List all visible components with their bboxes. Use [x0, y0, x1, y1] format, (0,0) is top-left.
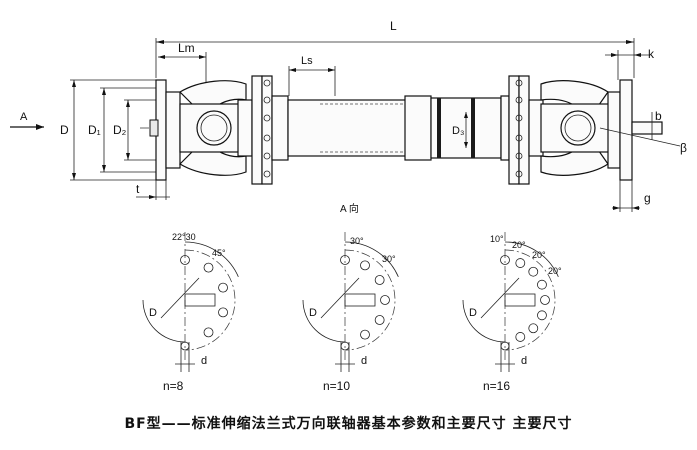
bolt-hole	[203, 327, 214, 338]
diameter-arc	[462, 299, 506, 343]
pitch-circle	[504, 249, 556, 351]
hole-count-label: n=10	[323, 379, 350, 393]
label-b: b	[655, 109, 662, 123]
view-arrow-A: A	[10, 111, 44, 130]
angle-label: 20°	[512, 240, 526, 250]
dimension-g: g	[612, 180, 651, 212]
dimension-L: L	[155, 19, 635, 78]
right-bolt-flange	[500, 75, 530, 185]
left-flange	[149, 79, 181, 181]
angle-arc	[184, 241, 239, 277]
dimension-D-group: D D₁ D₂	[60, 79, 158, 181]
bolt-hole	[180, 341, 190, 351]
angle-label: 45°	[212, 248, 226, 258]
label-A: A	[20, 111, 28, 123]
angle-label: 20°	[548, 266, 562, 276]
diameter-leader	[320, 277, 360, 319]
bolt-hole	[528, 323, 539, 334]
dimension-t: t	[136, 180, 170, 200]
keyway	[184, 293, 216, 307]
label-beta: β	[680, 141, 687, 155]
label-Ds: D₃	[452, 125, 464, 137]
bolt-hole	[537, 310, 547, 321]
bolt-hole	[180, 255, 190, 265]
diameter-arc	[302, 299, 346, 343]
bolt-hole	[340, 255, 350, 265]
caption: BF型——标准伸缩法兰式万向联轴器基本参数和主要尺寸 主要尺寸	[124, 416, 573, 432]
bolt-hole	[218, 307, 228, 318]
flange-views: Dd22°3045°n=8Dd30°30°n=10Dd10°20°20°20°n…	[142, 232, 562, 393]
angle-label: 22°30	[172, 232, 196, 242]
dimension-Ls: Ls	[288, 55, 336, 96]
left-yoke	[179, 80, 253, 176]
label-D: D	[60, 123, 69, 137]
angle-label: 30°	[350, 236, 364, 246]
pitch-circle	[184, 249, 236, 351]
bolt-hole	[374, 275, 385, 285]
bolt-hole	[218, 282, 228, 293]
label-L: L	[390, 19, 397, 33]
bolt-hole	[360, 260, 370, 271]
label-g: g	[644, 191, 651, 205]
bolt-hole	[515, 258, 526, 268]
pitch-circle	[344, 249, 396, 351]
bolt-hole	[203, 262, 214, 273]
label-k: k	[648, 47, 655, 61]
diameter-leader	[480, 277, 520, 319]
dimension-k: k	[605, 47, 655, 80]
diameter-label: D	[469, 307, 477, 319]
view-label: A 向	[340, 202, 359, 215]
hole-count-label: n=16	[483, 379, 510, 393]
bolt-hole	[537, 279, 547, 290]
diameter-leader	[160, 277, 200, 319]
bolt-hole	[528, 266, 539, 277]
diameter-label: D	[149, 307, 157, 319]
diameter-arc	[142, 299, 186, 343]
label-t: t	[136, 182, 140, 196]
angle-arc	[504, 241, 559, 277]
right-flange	[607, 79, 663, 181]
right-yoke	[528, 80, 610, 176]
label-D1: D₁	[88, 123, 101, 137]
hole-label: d	[201, 355, 207, 367]
bolt-hole	[374, 315, 385, 325]
telescoping-shaft: D₃	[287, 95, 502, 161]
bolt-hole	[340, 341, 350, 351]
label-Ls: Ls	[301, 55, 313, 67]
angle-label: 30°	[382, 254, 396, 264]
left-bolt-flange	[251, 75, 289, 185]
dimension-Lm: Lm	[158, 41, 207, 95]
angle-arc	[344, 241, 399, 277]
bolt-hole	[515, 332, 526, 342]
bolt-hole	[540, 295, 550, 305]
label-Lm: Lm	[178, 41, 195, 55]
angle-label: 10°	[490, 234, 504, 244]
hole-label: d	[521, 355, 527, 367]
keyway	[504, 293, 536, 307]
diameter-label: D	[309, 307, 317, 319]
bolt-hole	[360, 329, 370, 340]
hole-label: d	[361, 355, 367, 367]
hole-count-label: n=8	[163, 379, 184, 393]
dimension-b-beta: b β	[599, 109, 687, 155]
flange-view-1: Dd 22°30 45° n=8	[142, 232, 239, 393]
label-D2: D₂	[113, 123, 127, 137]
bolt-hole	[500, 255, 510, 265]
bolt-hole	[500, 341, 510, 351]
angle-label: 20°	[532, 250, 546, 260]
flange-view-2: Dd 30° 30° n=10	[302, 232, 399, 393]
keyway	[344, 293, 376, 307]
bolt-hole	[380, 295, 390, 305]
